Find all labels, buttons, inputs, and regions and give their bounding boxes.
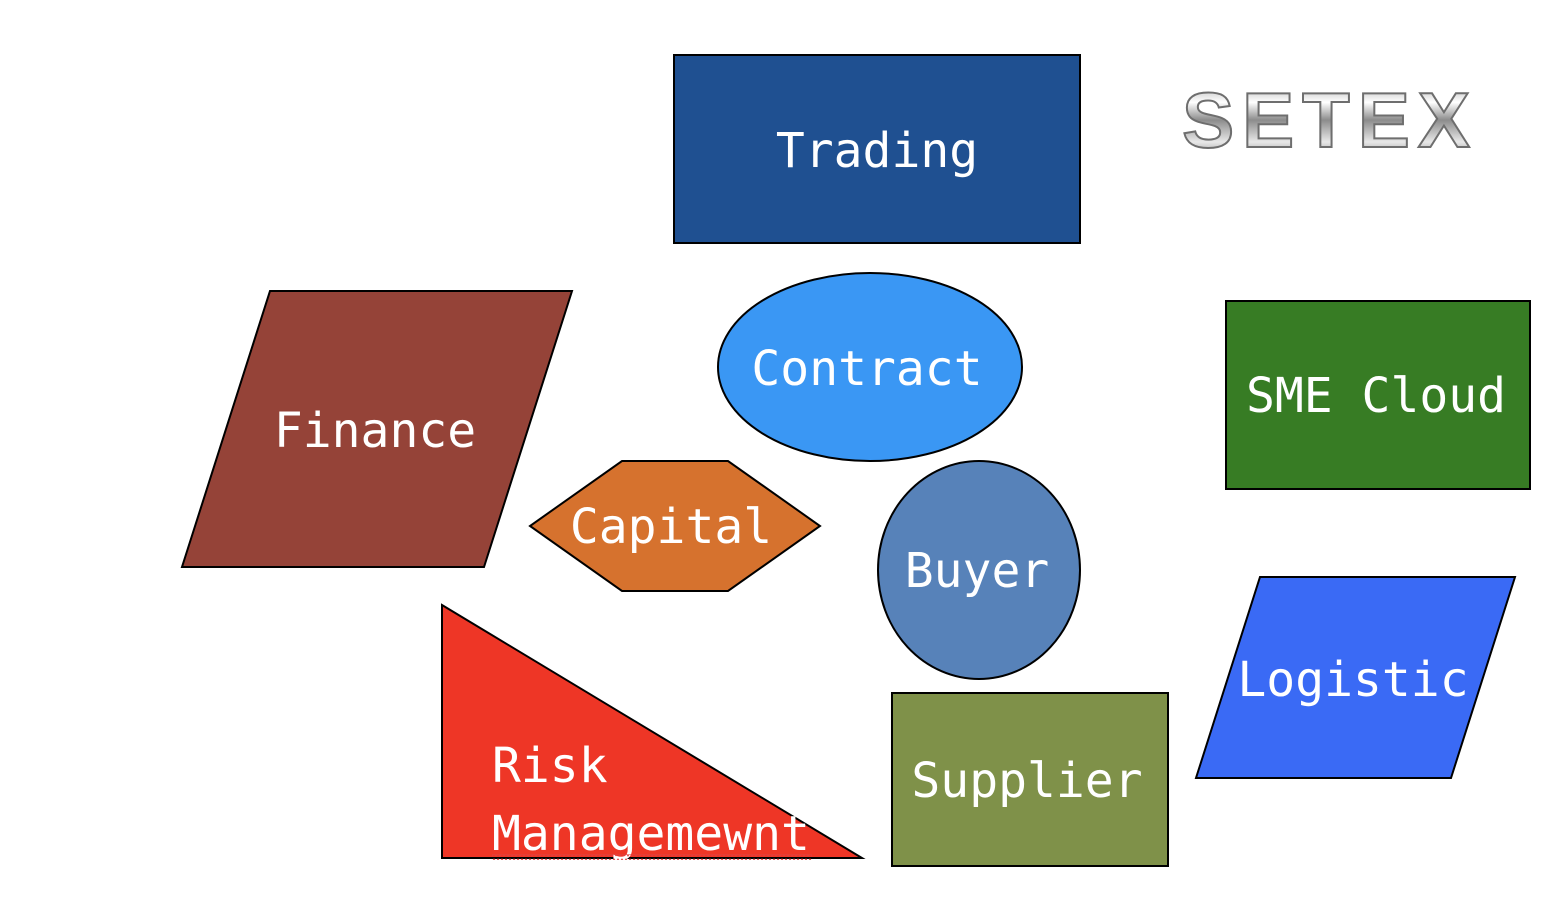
node-supplier: Supplier [891,692,1169,867]
setex-logo: SETEX [1181,75,1478,165]
node-sme-cloud: SME Cloud [1225,300,1531,490]
sme-cloud-rectangle [1225,300,1531,490]
capital-label: Capital [570,499,772,555]
trading-rectangle [673,54,1081,244]
supplier-rectangle [891,692,1169,867]
logistic-label: Logistic [1237,652,1468,708]
node-finance: Finance [180,290,574,568]
finance-parallelogram [180,290,574,568]
node-buyer: Buyer [877,460,1081,680]
buyer-label: Buyer [905,543,1050,599]
contract-label: Contract [751,341,982,397]
spellcheck-underline [492,854,812,860]
logistic-parallelogram [1194,576,1517,779]
finance-label: Finance [274,403,476,459]
node-logistic: Logistic [1194,576,1517,779]
node-capital: Capital [528,460,822,592]
buyer-ellipse [877,460,1081,680]
capital-hexagon [528,460,822,592]
supplier-label: Supplier [911,753,1142,809]
risk-management-label-line-1: Risk [492,738,608,794]
setex-logo-text: SETEX [1182,76,1478,164]
sme-cloud-label: SME Cloud [1246,368,1506,424]
risk-management-label-line-2: Managemewnt [492,806,810,862]
node-risk-management: Risk Managemewnt [441,603,866,862]
trading-label: Trading [776,123,978,179]
node-contract: Contract [717,272,1023,462]
contract-ellipse [717,272,1023,462]
node-trading: Trading [673,54,1081,244]
